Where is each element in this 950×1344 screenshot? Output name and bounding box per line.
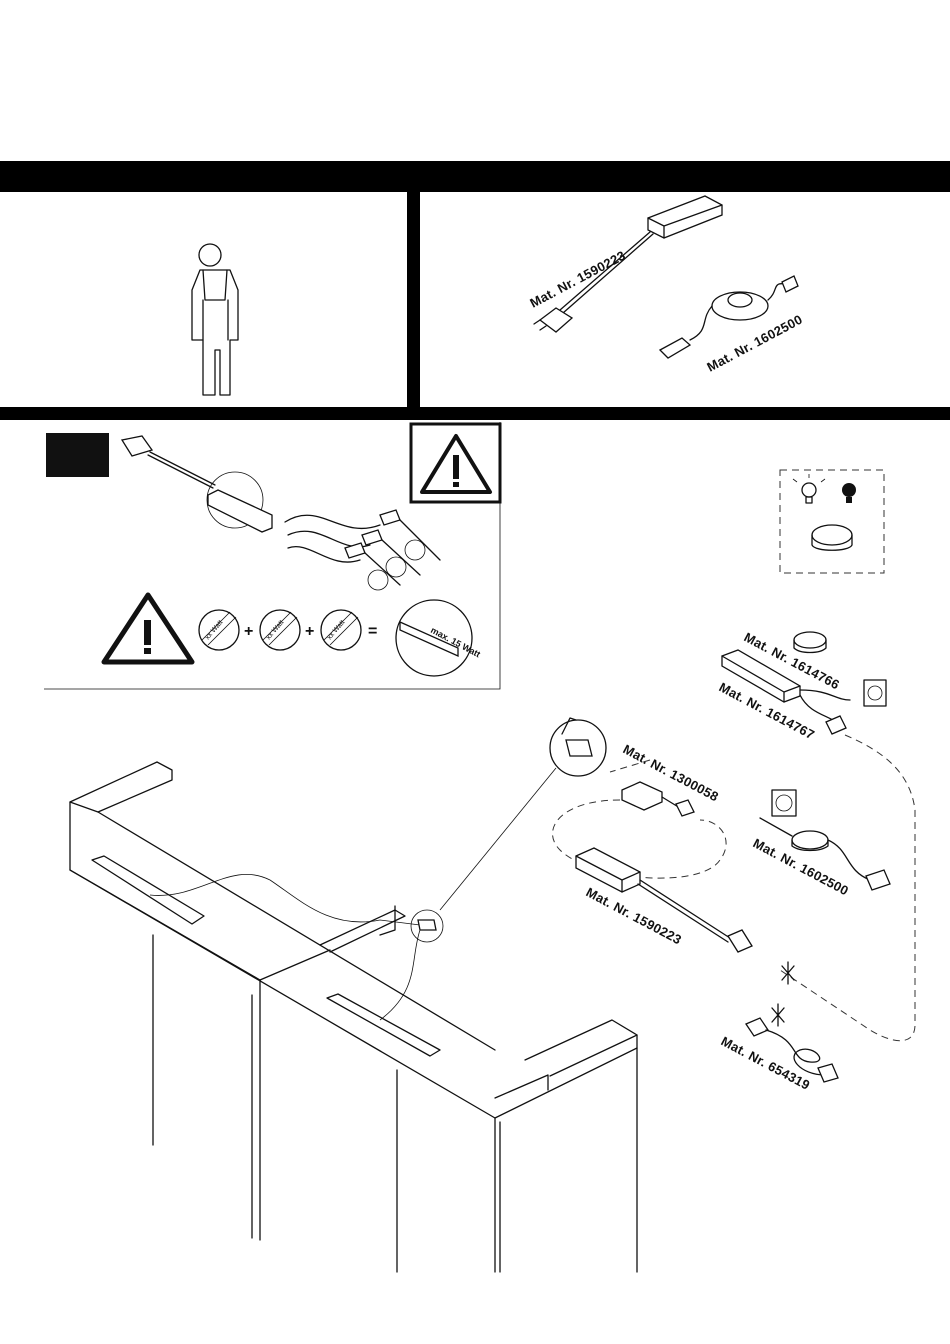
transformer-wiring-illustration bbox=[122, 436, 440, 590]
label-transformer-cable: Mat. Nr. 1590223 bbox=[584, 884, 685, 947]
transformer-illustration bbox=[534, 196, 722, 332]
plus-sign-2: + bbox=[305, 623, 314, 640]
equals-sign: = bbox=[368, 623, 377, 640]
warning-triangle-icon bbox=[104, 595, 192, 662]
label-power-cable: Mat. Nr. 654319 bbox=[719, 1033, 813, 1092]
wardrobe-illustration bbox=[70, 762, 637, 1272]
plus-sign-1: + bbox=[244, 623, 253, 640]
label-switch-top: Mat. Nr. 1602500 bbox=[704, 312, 805, 375]
watt-label-3: xx Watt bbox=[326, 619, 346, 641]
watt-label-1: xx Watt bbox=[204, 619, 224, 641]
dimmer-option-box bbox=[780, 470, 884, 573]
dimmer-converter-illustration bbox=[722, 632, 886, 734]
connector-zoom-circle bbox=[440, 718, 606, 910]
max-watt-circle bbox=[396, 600, 472, 676]
foot-switch-illustration bbox=[660, 276, 798, 358]
step-number-block bbox=[46, 433, 109, 477]
light-bulb-on-icon bbox=[793, 474, 825, 503]
watt-label-2: xx Watt bbox=[265, 619, 285, 641]
cross-mark-icon bbox=[772, 1004, 784, 1026]
label-transformer-top: Mat. Nr. 1590223 bbox=[527, 248, 628, 311]
light-bulb-off-icon bbox=[842, 483, 856, 503]
warning-triangle-icon bbox=[411, 424, 500, 502]
worker-overalls-icon bbox=[192, 244, 238, 395]
